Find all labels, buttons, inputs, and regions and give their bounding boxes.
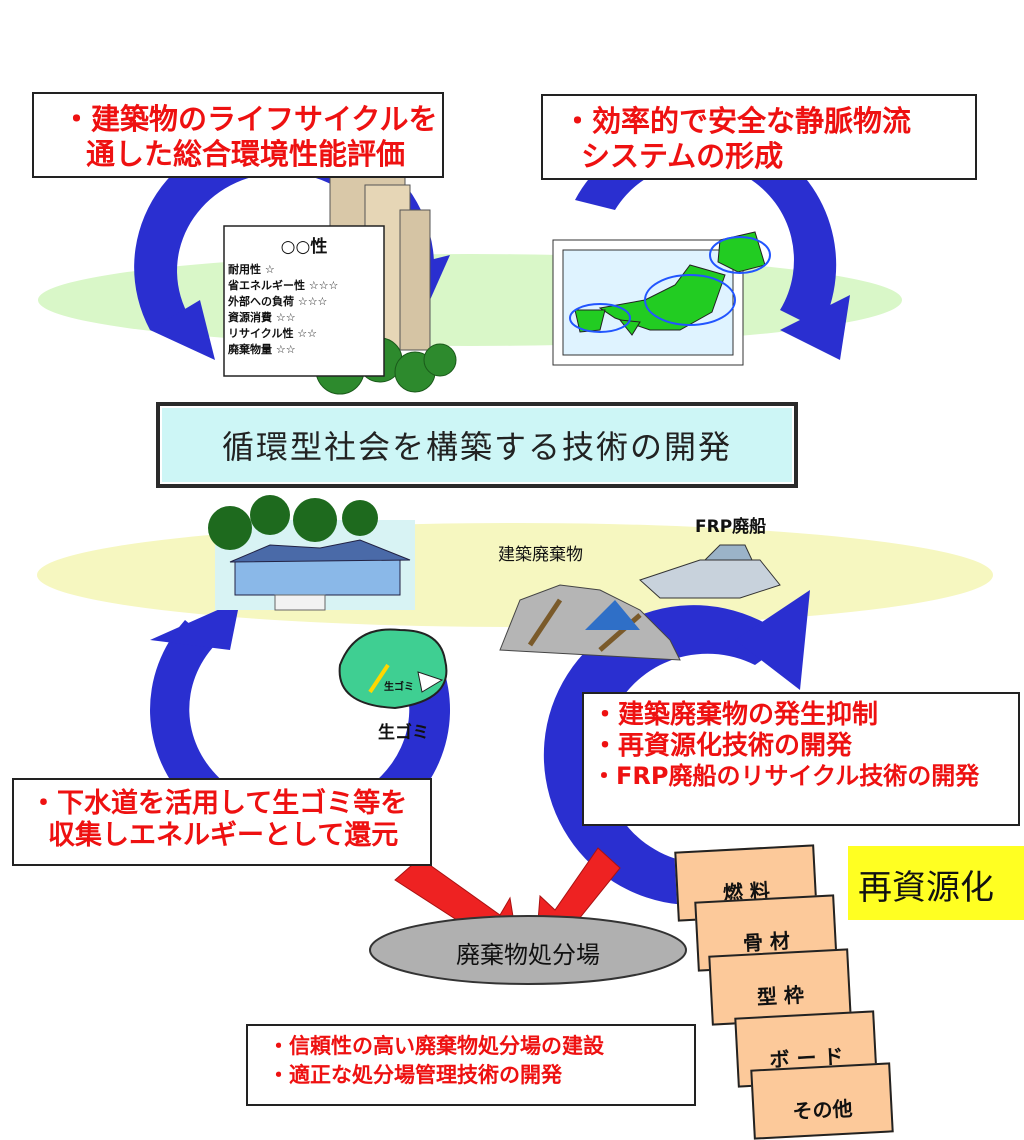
- food-waste-bag-text: 生ゴミ: [384, 682, 414, 693]
- top-right-line-2: システムの形成: [581, 138, 784, 173]
- frp-boat-illustration: [639, 544, 781, 599]
- center-title-box: 循環型社会を構築する技術の開発: [156, 402, 798, 488]
- food-waste-label: 生ゴミ: [378, 723, 429, 743]
- top-left-textbox: ・建築物のライフサイクルを 通した総合環境性能評価: [32, 92, 444, 178]
- recycling-label: 再資源化: [858, 868, 994, 908]
- rating-sign-text: ○○性 耐用性 ☆ 省エネルギー性 ☆☆☆ 外部への負荷 ☆☆☆ 資源消費 ☆☆…: [228, 232, 380, 357]
- food-waste-bag: [338, 628, 448, 710]
- rating-row: 外部への負荷 ☆☆☆: [228, 295, 328, 308]
- recycling-tag: 再資源化: [848, 846, 1024, 920]
- landfill-label: 廃棄物処分場: [456, 941, 600, 969]
- rating-sign-title: ○○性: [280, 237, 328, 257]
- center-title: 循環型社会を構築する技術の開発: [221, 428, 732, 466]
- bottom-right-line-2: ・再資源化技術の開発: [592, 731, 853, 762]
- bottom-left-textbox: ・下水道を活用して生ゴミ等を 収集しエネルギーとして還元: [12, 778, 432, 866]
- japan-map-illustration: [552, 231, 771, 366]
- rating-row: 耐用性 ☆: [228, 263, 275, 276]
- product-label: 型 枠: [756, 982, 805, 1010]
- construction-waste-label: 建築廃棄物: [498, 545, 583, 565]
- frp-ship-label: FRP廃船: [695, 517, 767, 537]
- product-label: その他: [791, 1096, 854, 1124]
- top-left-line-1: ・建築物のライフサイクルを: [62, 102, 438, 136]
- top-left-line-2: 通した総合環境性能評価: [86, 136, 406, 171]
- bottom-left-line-2: 収集しエネルギーとして還元: [48, 820, 399, 852]
- rating-row: リサイクル性 ☆☆: [228, 327, 318, 340]
- bottom-right-line-1: ・建築廃棄物の発生抑制: [592, 700, 879, 730]
- rating-row: 省エネルギー性 ☆☆☆: [228, 279, 339, 292]
- landfill-ellipse: [369, 915, 687, 985]
- bottom-right-cycle-arrow: [543, 590, 810, 906]
- rating-row: 資源消費 ☆☆: [228, 311, 296, 324]
- top-right-line-1: ・効率的で安全な静脈物流: [563, 104, 912, 138]
- top-right-textbox: ・効率的で安全な静脈物流 システムの形成: [541, 94, 977, 180]
- product-card-other: その他: [750, 1062, 894, 1140]
- landfill-line-1: ・信頼性の高い廃棄物処分場の建設: [268, 1034, 604, 1058]
- landfill-textbox: ・信頼性の高い廃棄物処分場の建設 ・適正な処分場管理技術の開発: [246, 1024, 696, 1106]
- bottom-right-line-3: ・FRP廃船のリサイクル技術の開発: [592, 762, 980, 791]
- bottom-left-line-1: ・下水道を活用して生ゴミ等を: [30, 788, 408, 819]
- rating-row: 廃棄物量 ☆☆: [228, 343, 296, 356]
- landfill-line-2: ・適正な処分場管理技術の開発: [268, 1063, 562, 1088]
- bottom-right-textbox: ・建築廃棄物の発生抑制 ・再資源化技術の開発 ・FRP廃船のリサイクル技術の開発: [582, 692, 1020, 826]
- rating-sign: [223, 225, 385, 377]
- house-scene-illustration: [208, 495, 415, 611]
- construction-waste-illustration: [499, 584, 681, 661]
